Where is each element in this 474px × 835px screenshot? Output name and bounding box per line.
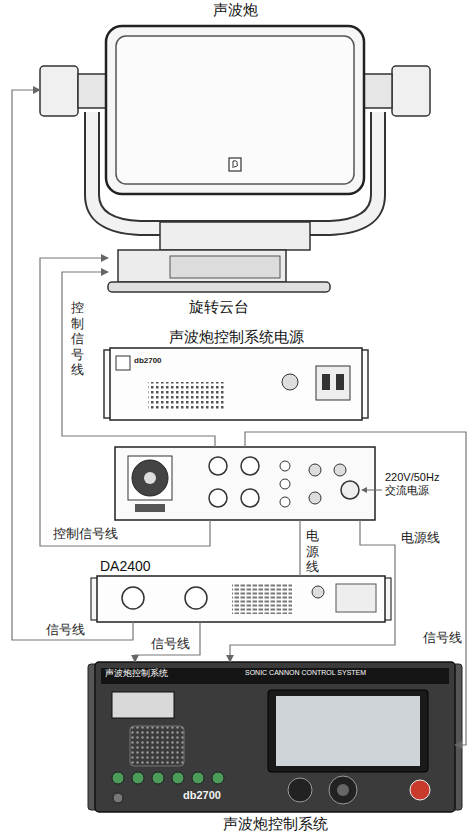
speaker-illustration-part	[364, 74, 392, 108]
panel-text: 声波炮控制系统	[95, 815, 455, 833]
connector-line	[230, 520, 395, 662]
control-panel-illustration-part	[172, 772, 184, 784]
power-supply-illustration-part	[282, 374, 298, 390]
rear-panel-illustration-part	[135, 504, 165, 512]
control-panel-illustration-part	[276, 696, 420, 766]
power-supply-illustration-part	[116, 356, 130, 370]
control-panel-illustration-part	[101, 668, 449, 684]
panel-text: db2700	[134, 356, 184, 366]
amplifier-illustration-part	[232, 584, 292, 614]
panel-text: db2700	[183, 789, 253, 802]
connector-line	[40, 258, 210, 546]
rear-panel-illustration-part	[361, 487, 367, 493]
amplifier-illustration-part	[97, 576, 385, 622]
rear-panel-illustration-part	[280, 461, 290, 471]
unit-label: 声波炮控制系统	[105, 668, 215, 679]
rear-panel-illustration-part	[280, 497, 290, 507]
control-panel-illustration-part	[268, 690, 428, 772]
rear-panel-illustration-part	[241, 489, 259, 507]
speaker-illustration-part	[233, 161, 238, 168]
power-supply-illustration-part	[316, 366, 350, 400]
speaker-illustration-part	[40, 66, 78, 116]
connector-line	[135, 622, 200, 662]
wire-label: 控制信号线	[70, 300, 85, 378]
rear-panel-illustration-part	[280, 479, 290, 489]
control-panel-illustration-part	[337, 784, 349, 796]
panel-text: SONIC CANNON CONTROL SYSTEM	[245, 669, 435, 677]
control-panel-illustration-part	[132, 772, 144, 784]
control-panel-illustration	[88, 662, 462, 812]
power-supply-illustration-part	[110, 348, 362, 420]
rear-panel-illustration-part	[309, 492, 321, 504]
control-panel-illustration-part	[192, 772, 204, 784]
unit-label: 旋转云台	[108, 298, 330, 316]
power-supply-illustration-part	[336, 374, 344, 390]
speaker-illustration-part	[78, 74, 106, 108]
pan-tilt-illustration	[108, 250, 330, 292]
control-panel-illustration-part	[95, 662, 455, 812]
rear-panel-illustration-part	[241, 457, 259, 475]
control-panel-illustration-part	[288, 778, 312, 802]
rear-panel-unit: 220V/50Hz 交流电源	[115, 447, 375, 520]
control-panel-illustration-part	[152, 772, 164, 784]
connector-line	[12, 90, 133, 640]
wire-label: 信号线	[422, 630, 463, 646]
control-panel-illustration-part	[130, 726, 184, 766]
pan-tilt-unit: 旋转云台	[108, 250, 330, 292]
connector-line	[299, 520, 300, 576]
amplifier-illustration-part	[185, 587, 207, 609]
speaker-illustration-part	[229, 158, 241, 171]
power-supply-illustration-part	[322, 374, 330, 390]
pan-tilt-illustration-part	[108, 282, 330, 292]
power-supply-illustration	[104, 348, 368, 420]
rear-panel-illustration-part	[128, 456, 172, 500]
power-supply-illustration-part	[148, 382, 226, 410]
speaker-illustration-part	[392, 66, 430, 116]
rear-panel-illustration-part	[334, 464, 346, 476]
control-panel-illustration-part	[112, 772, 124, 784]
wire-label: 电源线	[400, 530, 441, 546]
amplifier-illustration-part	[312, 586, 324, 598]
rear-panel-illustration-part	[144, 472, 156, 484]
speaker-illustration-part	[106, 26, 364, 194]
wire-label: 信号线	[150, 636, 191, 652]
rear-panel-illustration-part	[341, 481, 359, 499]
unit-label: DA2400	[100, 558, 200, 575]
rear-panel-illustration-part	[209, 489, 227, 507]
speaker-unit: 声波炮	[40, 25, 430, 250]
control-panel-illustration-part	[212, 772, 224, 784]
rear-panel-illustration-part	[309, 464, 321, 476]
amplifier-illustration	[91, 576, 391, 622]
connector-line	[62, 272, 215, 447]
rear-panel-illustration-part	[209, 457, 227, 475]
rear-panel-illustration	[115, 447, 382, 520]
control-panel-illustration-part	[113, 793, 123, 803]
power-supply-unit: 声波炮控制系统电源db2700	[110, 348, 362, 420]
rear-panel-illustration-part	[115, 447, 375, 520]
pan-tilt-illustration-part	[118, 250, 286, 282]
connector-line	[245, 432, 466, 745]
amplifier-illustration-part	[122, 587, 144, 609]
unit-label: 220V/50Hz 交流电源	[385, 471, 447, 497]
wire-label: 信号线	[45, 622, 86, 638]
pan-tilt-illustration-part	[170, 256, 280, 278]
control-system-unit: 声波炮控制系统 SONIC CANNON CONTROL SYSTEM db2700…	[95, 662, 455, 812]
wire-label: 控制信号线	[52, 526, 119, 542]
amplifier-illustration-part	[336, 584, 376, 612]
rear-panel-illustration-part	[132, 460, 168, 496]
amplifier-unit: DA2400	[97, 576, 385, 622]
speaker-illustration-part	[160, 222, 310, 250]
wire-label: 电源线	[305, 528, 320, 575]
control-panel-illustration-part	[329, 776, 357, 804]
speaker-illustration	[40, 26, 430, 250]
speaker-illustration-part	[116, 36, 354, 184]
control-panel-illustration-part	[410, 780, 430, 800]
unit-label: 声波炮控制系统电源	[110, 328, 362, 346]
control-panel-illustration-part	[112, 692, 174, 718]
unit-label: 声波炮	[40, 1, 430, 19]
